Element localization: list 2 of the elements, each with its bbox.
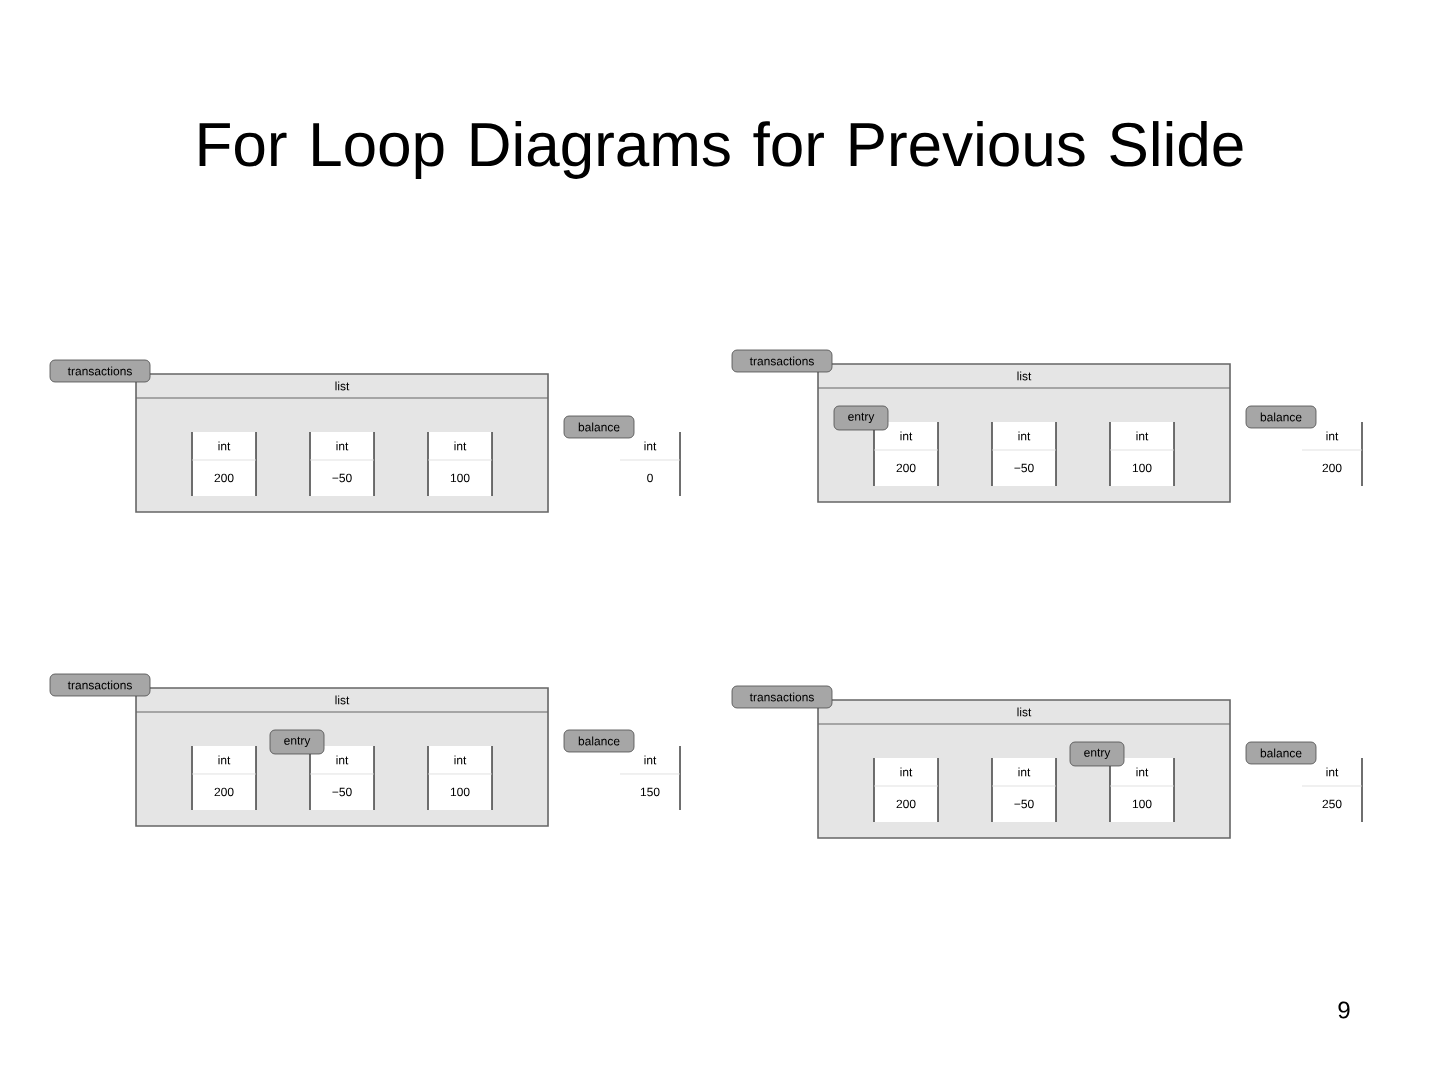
diagram-title: For Loop Diagrams for Previous Slide xyxy=(199,121,1243,179)
page-number: 9 xyxy=(1338,1001,1350,1019)
